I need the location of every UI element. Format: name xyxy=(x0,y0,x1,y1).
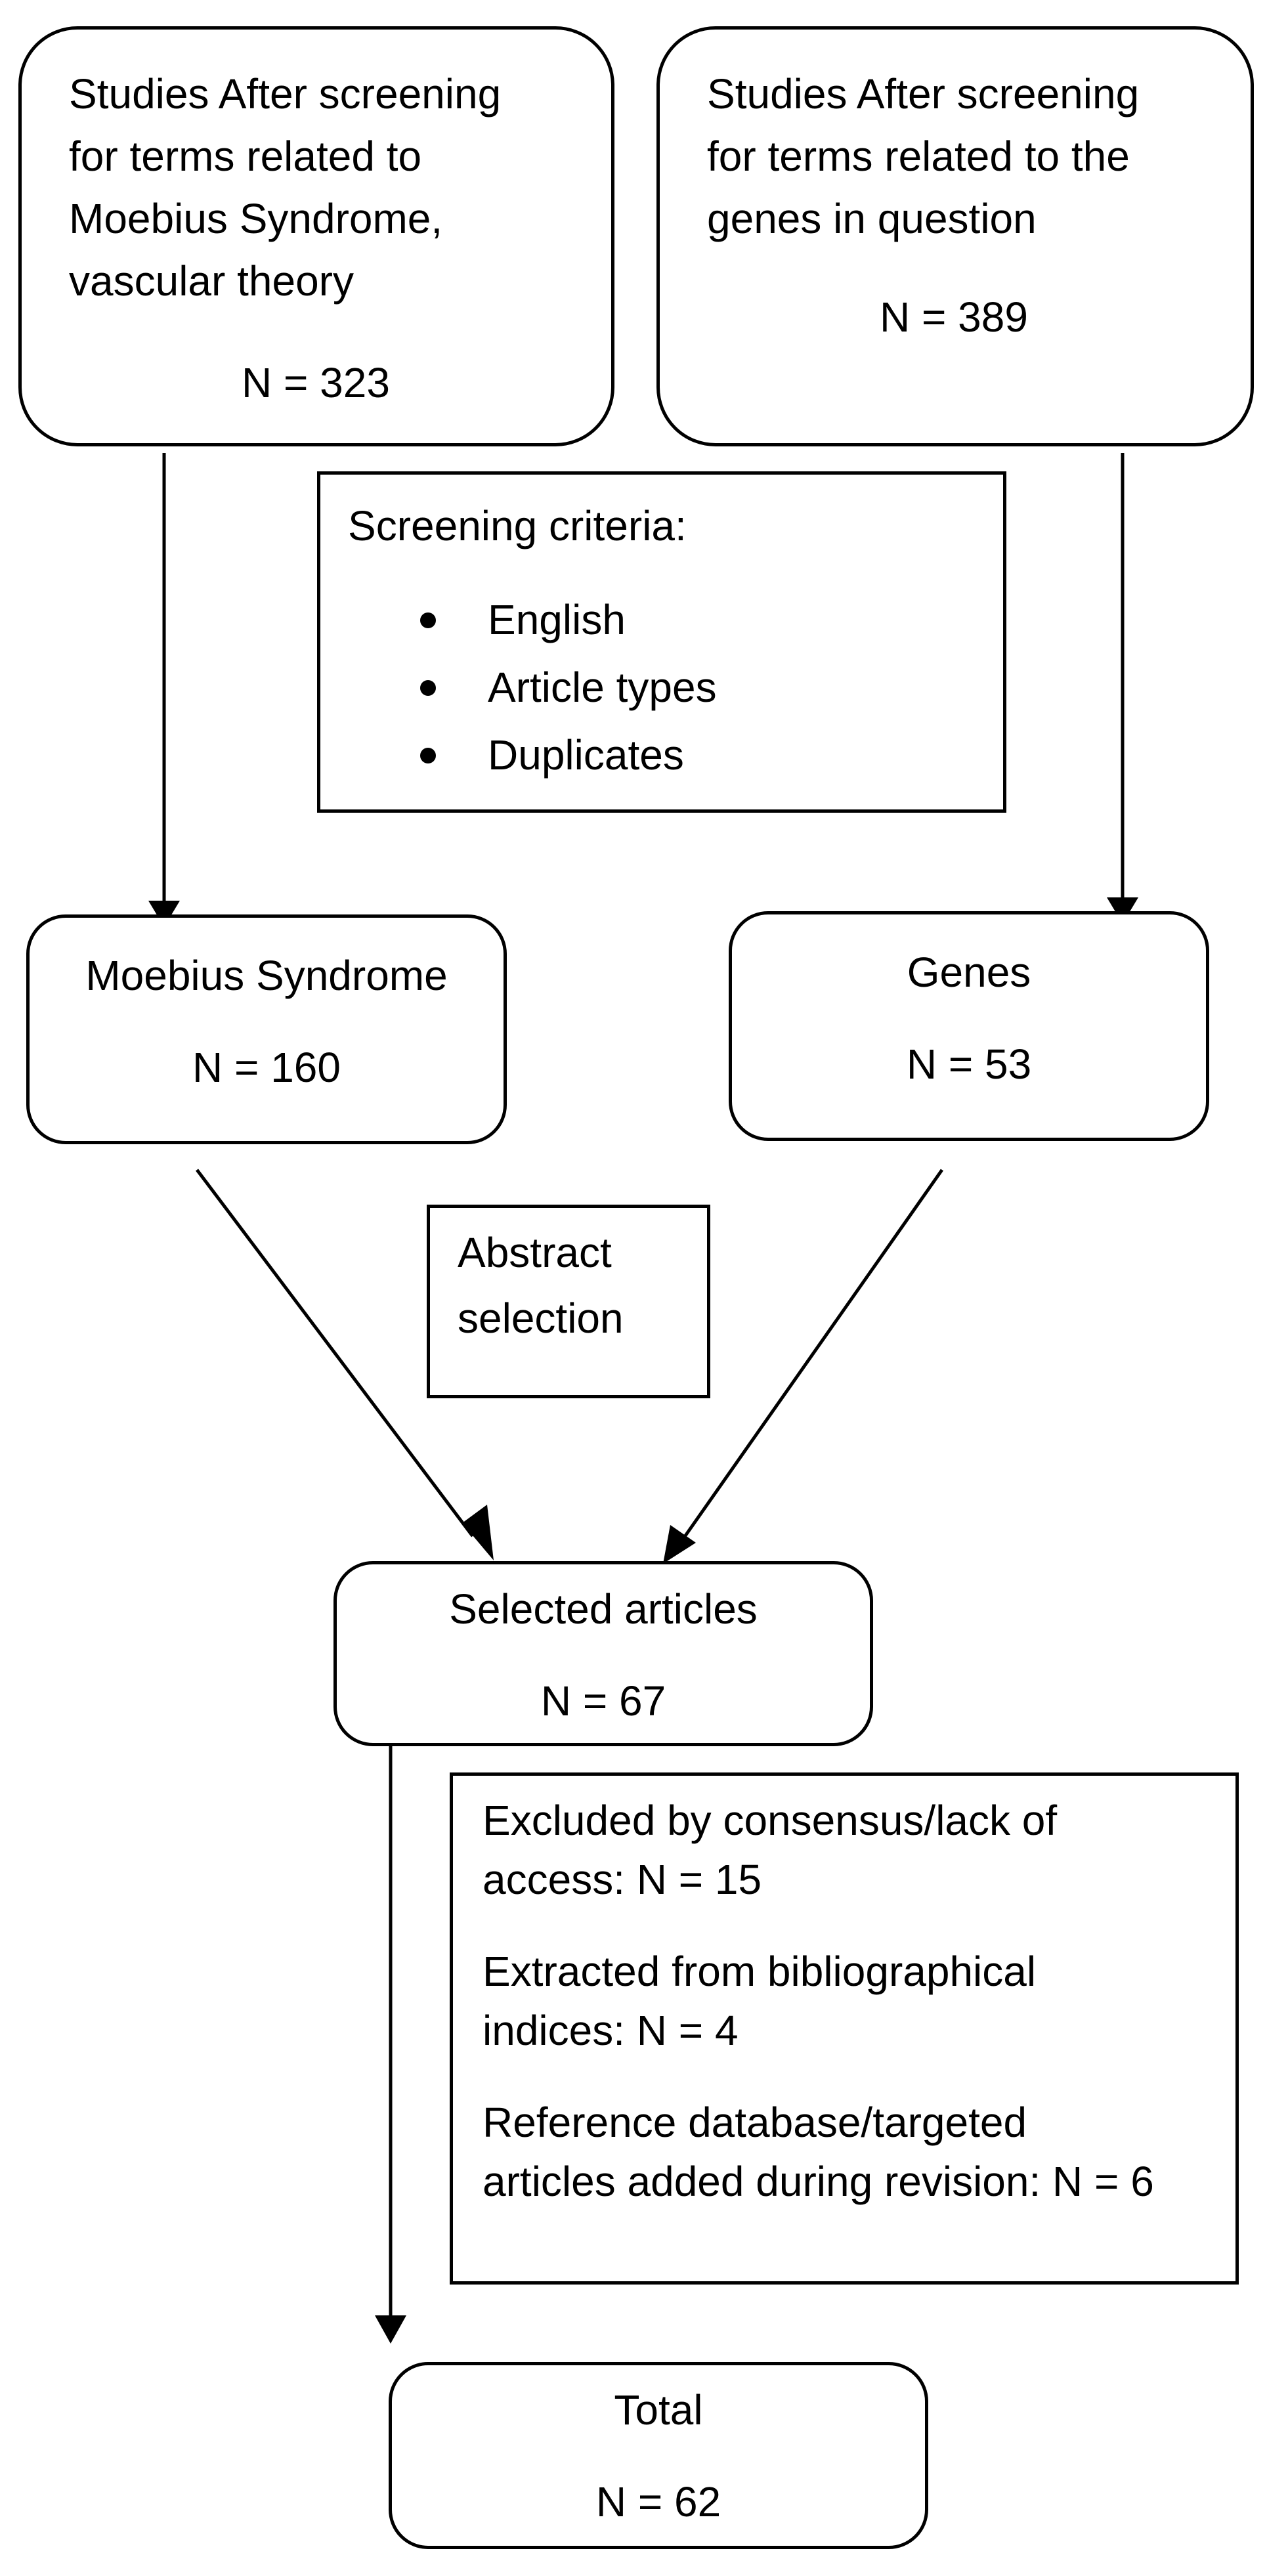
bullet-3 xyxy=(420,748,436,763)
studies-genes-count: N = 389 xyxy=(880,293,1028,341)
total-count: N = 62 xyxy=(595,2478,721,2525)
criteria-item-english: English xyxy=(488,596,626,643)
studies-genes-box: Studies After screening for terms relate… xyxy=(656,26,1254,446)
abstract-selection-line-2: selection xyxy=(458,1295,624,1342)
studies-genes-line-3: genes in question xyxy=(707,195,1037,242)
studies-moebius-line-2: for terms related to xyxy=(69,133,422,180)
arrowhead-3 xyxy=(462,1505,494,1560)
reference-line-1: Reference database/targeted xyxy=(483,2099,1027,2146)
selected-articles-count: N = 67 xyxy=(540,1677,666,1725)
moebius-syndrome-title: Moebius Syndrome xyxy=(85,952,448,999)
bullet-1 xyxy=(420,612,436,628)
excluded-line-1: Excluded by consensus/lack of xyxy=(483,1797,1058,1844)
abstract-selection-box: Abstract selection xyxy=(427,1205,710,1398)
criteria-item-article-types: Article types xyxy=(488,664,717,711)
studies-moebius-box: Studies After screening for terms relate… xyxy=(18,26,614,446)
total-box: Total N = 62 xyxy=(389,2362,928,2549)
excluded-line-2: access: N = 15 xyxy=(483,1856,762,1903)
arrow-genes-to-selected xyxy=(681,1169,944,1541)
studies-moebius-count: N = 323 xyxy=(242,359,390,406)
genes-box: Genes N = 53 xyxy=(729,911,1209,1141)
arrowhead-2 xyxy=(1107,897,1138,924)
studies-genes-line-1: Studies After screening xyxy=(707,70,1140,118)
selected-articles-box: Selected articles N = 67 xyxy=(333,1561,873,1746)
genes-count: N = 53 xyxy=(906,1041,1032,1088)
reference-line-2: articles added during revision: N = 6 xyxy=(483,2158,1154,2205)
arrowhead-5 xyxy=(375,2315,406,2344)
extracted-line-2: indices: N = 4 xyxy=(483,2007,739,2054)
studies-genes-line-2: for terms related to the xyxy=(707,133,1130,180)
screening-criteria-title: Screening criteria: xyxy=(348,502,687,549)
arrowhead-4 xyxy=(663,1525,696,1564)
screening-criteria-box: Screening criteria: English Article type… xyxy=(317,471,1006,813)
studies-moebius-line-3: Moebius Syndrome, xyxy=(69,195,443,242)
selected-articles-title: Selected articles xyxy=(449,1585,758,1633)
total-title: Total xyxy=(614,2386,703,2434)
bullet-2 xyxy=(420,680,436,696)
exclusions-box: Excluded by consensus/lack of access: N … xyxy=(450,1772,1239,2285)
studies-moebius-line-1: Studies After screening xyxy=(69,70,502,118)
moebius-syndrome-count: N = 160 xyxy=(192,1044,341,1091)
moebius-syndrome-box: Moebius Syndrome N = 160 xyxy=(26,914,507,1144)
studies-moebius-line-4: vascular theory xyxy=(69,257,354,305)
genes-title: Genes xyxy=(907,949,1031,996)
arrowhead-1 xyxy=(148,901,180,927)
abstract-selection-line-1: Abstract xyxy=(458,1229,612,1276)
criteria-item-duplicates: Duplicates xyxy=(488,731,684,779)
extracted-line-1: Extracted from bibliographical xyxy=(483,1948,1037,1995)
arrow-moebius-to-selected xyxy=(196,1169,474,1537)
